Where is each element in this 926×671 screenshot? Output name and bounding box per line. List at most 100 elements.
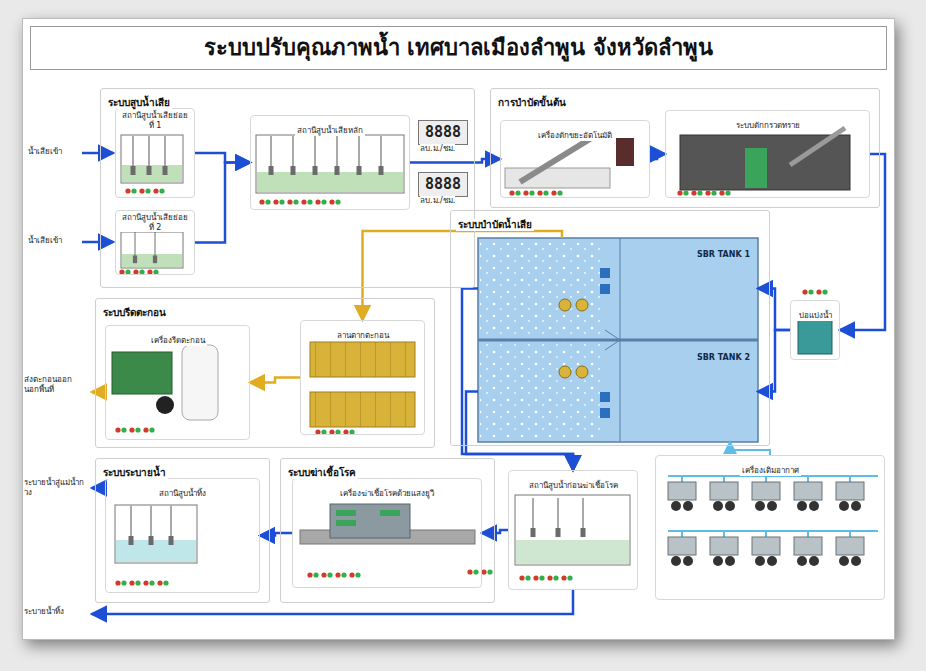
illustration-circle [725,190,730,195]
illustration-use [169,506,174,545]
flow-note: ระบายน้ำทิ้ง [24,607,64,617]
equipment-label: สถานีสูบน้ำเสียย่อยที่ 2 [118,213,192,232]
illustration-circle [725,501,735,511]
illustration-circle [559,366,571,378]
sbr-tank: SBR TANK 1 [478,238,758,339]
illustration-circle [851,501,861,511]
illustration-circle [481,569,486,574]
illustration-circle [315,199,320,204]
illustration-circle [341,572,346,577]
illustration-circle [576,366,588,378]
section-panel: การบำบัดขั้นต้นเครื่องดักขยะอัตโนมัติระบ… [490,88,880,208]
section-panel: ระบบสูบน้ำเสียสถานีสูบน้ำเสียย่อยที่ 1สถ… [100,88,475,288]
illustration-circle [551,190,556,195]
equipment-label: สถานีสูบน้ำทิ้ง [157,489,208,499]
illustration-circle [265,199,270,204]
section-heading: ระบบสูบน้ำเสีย [106,97,172,109]
illustration-circle [321,199,326,204]
illustration-circle [767,501,777,511]
illustration-circle [153,269,158,274]
display-digits: 8888 [423,123,463,141]
illustration-use [149,506,154,545]
illustration-line [82,152,113,155]
illustration-circle [147,269,152,274]
flow-display: 8888 [418,120,468,145]
pipe-connector [482,530,508,533]
illustration-circle [156,396,174,414]
illustration-rect [752,537,780,555]
equipment-label: เครื่องเติมอากาศ [740,466,801,476]
illustration-circle [537,190,542,195]
pipe-connector [730,442,770,455]
equipment-box: เครื่องดักขยะอัตโนมัติ [500,120,650,198]
illustration-rect [310,392,415,427]
illustration-circle [115,580,120,585]
illustration-circle [809,501,819,511]
illustration-rect [336,510,356,516]
illustration-circle [525,575,530,580]
illustration-line [668,530,878,532]
illustration-rect [122,254,182,267]
illustration-circle [315,429,320,434]
illustration-circle [553,575,558,580]
illustration-rect [600,268,610,278]
display-digits: 8888 [423,175,463,193]
equipment-box: สถานีสูบน้ำทิ้ง [105,478,260,593]
illustration-circle [802,289,807,294]
illustration-circle [139,269,144,274]
illustration-circle [355,572,360,577]
illustration-circle [561,575,566,580]
equipment-label: ลานตากตะกอน [335,331,391,341]
illustration-circle [327,572,332,577]
illustration-circle [683,190,688,195]
illustration-circle [713,501,723,511]
illustration-circle [543,190,548,195]
pipe-connector [363,231,563,320]
illustration-circle [279,199,284,204]
equipment-label: สถานีสูบน้ำเสียหลัก [295,126,365,136]
illustration-circle [293,199,298,204]
illustration-circle [321,429,326,434]
illustration-circle [343,429,348,434]
illustration-circle [487,569,492,574]
illustration-rect [115,505,197,563]
illustration-rect [600,284,610,294]
illustration-rect [182,345,218,420]
illustration-circle [473,569,478,574]
illustration-circle [145,188,150,193]
illustration-circle [157,580,162,585]
illustration-use [153,230,157,263]
illustration-circle [349,572,354,577]
flow-note: น้ำเสียเข้า [28,147,62,157]
illustration-rect [330,504,410,538]
illustration-line [82,241,113,244]
illustration-rect [752,482,780,500]
illustration-circle [349,429,354,434]
illustration-circle [313,572,318,577]
illustration-circle [139,188,144,193]
flow-note: ระบายน้ำสู่แม่น้ำกวง [24,478,86,497]
illustration-use [129,506,134,545]
illustration-line [790,128,845,165]
illustration-circle [159,188,164,193]
illustration-rect [798,316,832,354]
equipment-label: เครื่องรีดตะกอน [149,336,207,346]
illustration-rect [515,495,630,565]
pipe-connector [195,163,250,243]
illustration-circle [711,190,716,195]
illustration-circle [509,190,514,195]
illustration-rect [336,520,356,526]
illustration-circle [259,199,264,204]
illustration-use [335,136,340,175]
illustration-circle [797,501,807,511]
illustration-circle [547,575,552,580]
sbr-tank: SBR TANK 2 [478,341,758,442]
illustration-circle [719,190,724,195]
flow-display: 8888 [418,172,468,197]
illustration-circle [149,427,154,432]
section-heading: ระบบรีดตะกอน [101,307,168,319]
equipment-box: เครื่องเติมอากาศ [655,455,885,600]
illustration-rect [121,135,183,183]
illustration-use [163,136,168,175]
